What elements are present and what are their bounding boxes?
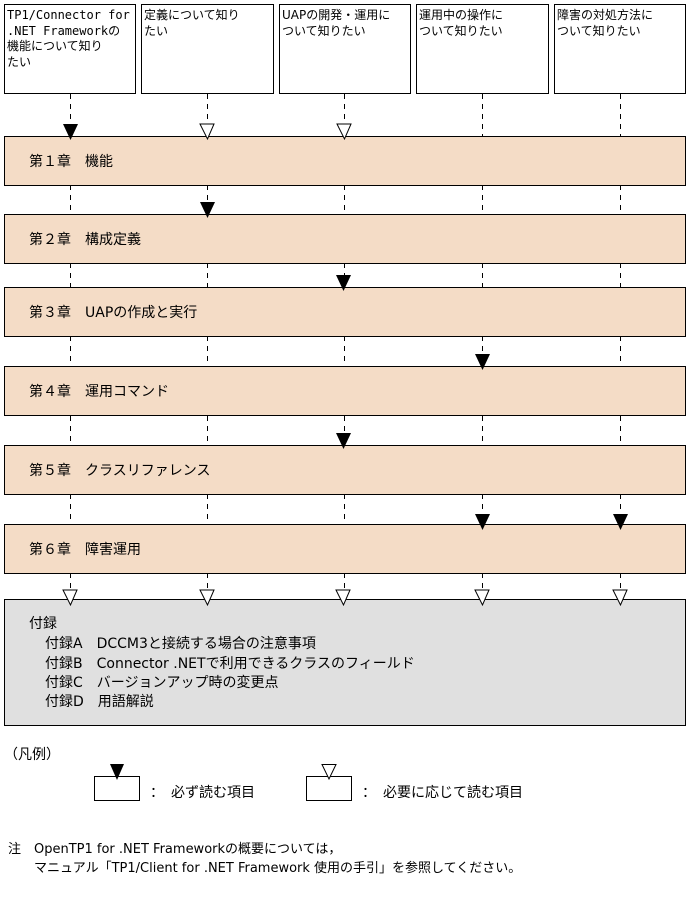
appendix-item-b: 付録B Connector .NETで利用できるクラスのフィールド	[45, 656, 415, 672]
chapter-3-box: 第３章 UAPの作成と実行	[4, 287, 686, 337]
chapter-4-box: 第４章 運用コマンド	[4, 366, 686, 416]
note-line-2: マニュアル「TP1/Client for .NET Framework 使用の手…	[8, 861, 522, 876]
legend-optional-arrow-icon	[321, 764, 337, 781]
appendix-title: 付録	[29, 616, 57, 632]
question-box-troubleshooting: 障害の対処方法に ついて知りたい	[554, 4, 686, 94]
chapter-3-label: 第３章 UAPの作成と実行	[29, 305, 198, 321]
legend-required-text: ： 必ず読む項目	[150, 785, 255, 801]
chapter-5-label: 第５章 クラスリファレンス	[29, 463, 211, 479]
chapter-2-label: 第２章 構成定義	[29, 232, 141, 248]
chapter-4-label: 第４章 運用コマンド	[29, 384, 169, 400]
chapter-1-box: 第１章 機能	[4, 136, 686, 186]
appendix-item-a: 付録A DCCM3と接続する場合の注意事項	[45, 636, 316, 652]
chapter-1-label: 第１章 機能	[29, 154, 113, 170]
question-box-connector-functions: TP1/Connector for .NET Frameworkの 機能について…	[4, 4, 136, 94]
chapter-5-box: 第５章 クラスリファレンス	[4, 445, 686, 495]
chapter-2-box: 第２章 構成定義	[4, 214, 686, 264]
chapter-6-label: 第６章 障害運用	[29, 542, 141, 558]
chapter-6-box: 第６章 障害運用	[4, 524, 686, 574]
appendix-box: 付録 付録A DCCM3と接続する場合の注意事項 付録B Connector .…	[4, 599, 686, 726]
legend-required-arrow-icon	[110, 764, 124, 780]
question-box-uap-development: UAPの開発・運用に ついて知りたい	[279, 4, 411, 94]
legend-title: （凡例）	[4, 747, 60, 763]
appendix-item-d: 付録D 用語解説	[45, 694, 154, 710]
question-box-definitions: 定義について知り たい	[141, 4, 274, 94]
question-box-operations: 運用中の操作に ついて知りたい	[416, 4, 549, 94]
appendix-item-c: 付録C バージョンアップ時の変更点	[45, 675, 279, 691]
note-line-1: 注 OpenTP1 for .NET Frameworkの概要については，	[8, 842, 342, 857]
legend-optional-text: ： 必要に応じて読む項目	[362, 785, 523, 801]
